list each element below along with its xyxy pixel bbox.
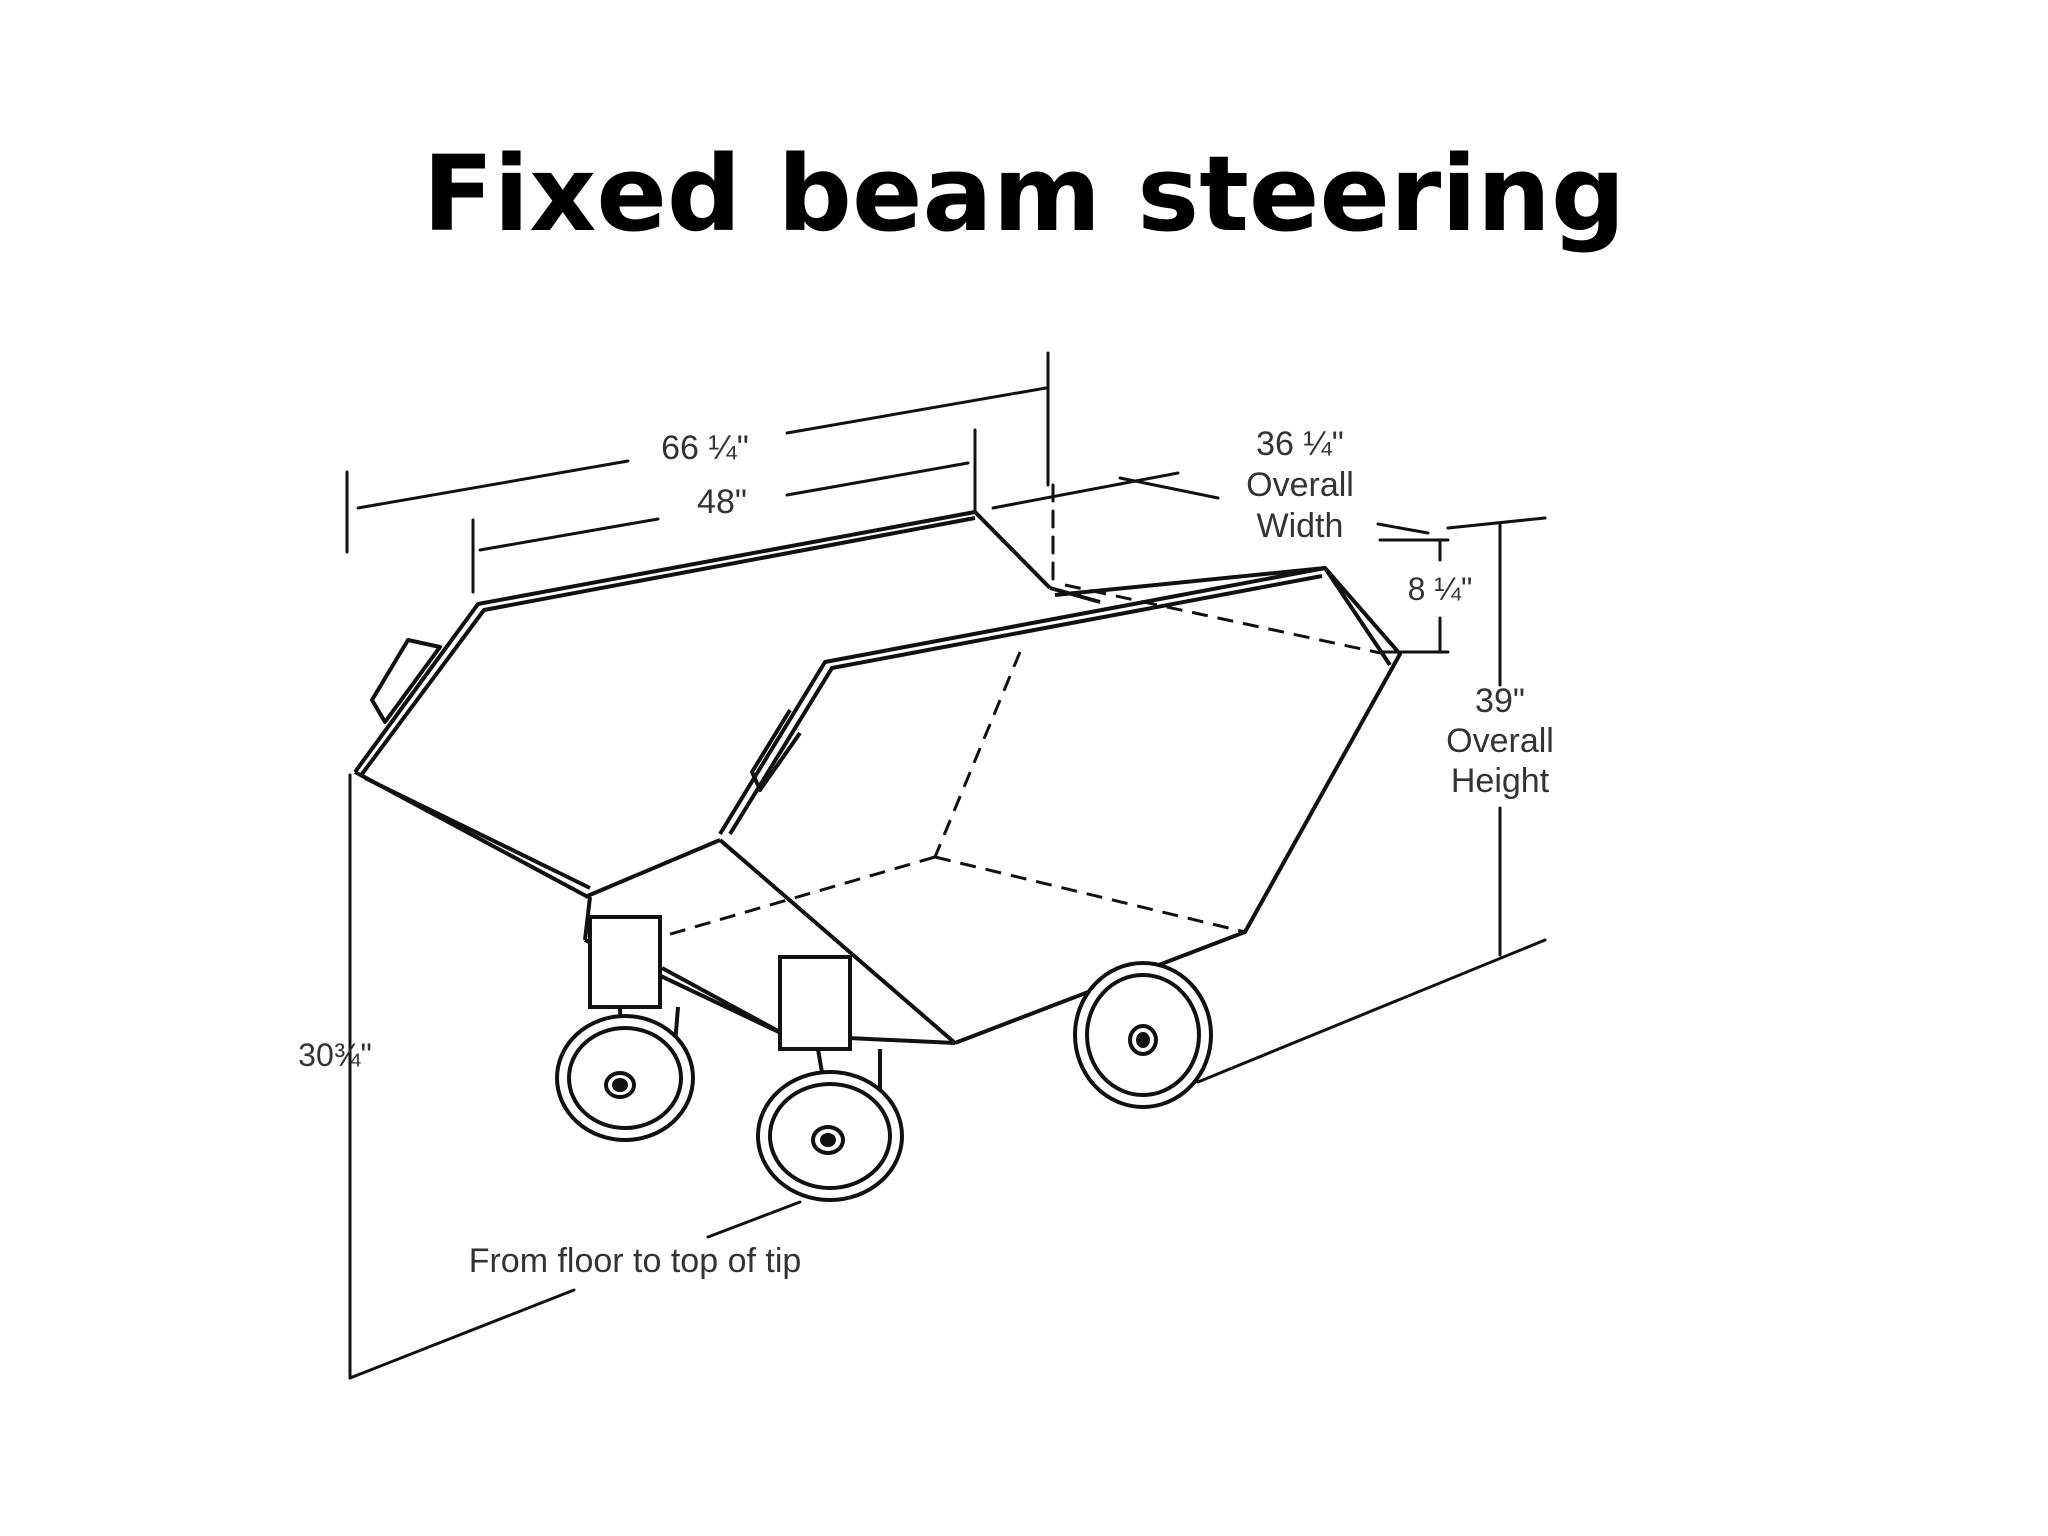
hopper-body bbox=[353, 510, 1402, 1045]
dimension-labels: 66 ¼" 48" 36 ¼" Overall Width 8 ¼" 39" O… bbox=[298, 425, 1554, 1280]
label-inner-length: 48" bbox=[697, 483, 747, 521]
wheel-left bbox=[555, 1014, 695, 1142]
caster-wheels bbox=[555, 961, 1213, 1202]
label-overall-width-line1: Overall bbox=[1246, 466, 1354, 504]
page-title: Fixed beam steering bbox=[422, 133, 1626, 255]
label-overall-height-line2: Height bbox=[1451, 762, 1550, 800]
wheel-front bbox=[756, 1070, 904, 1202]
label-overall-width-line2: Width bbox=[1257, 507, 1344, 545]
label-side-depth: 8 ¼" bbox=[1408, 571, 1473, 607]
wheel-right bbox=[1073, 961, 1213, 1109]
dimension-lines bbox=[345, 351, 1547, 1380]
label-overall-height-line1: Overall bbox=[1446, 722, 1554, 760]
hidden-edges bbox=[666, 583, 1386, 937]
label-tip-height-note: From floor to top of tip bbox=[469, 1242, 802, 1280]
label-top-length: 66 ¼" bbox=[661, 429, 749, 467]
label-overall-width-value: 36 ¼" bbox=[1256, 425, 1344, 463]
label-overall-height-value: 39" bbox=[1475, 682, 1525, 720]
label-tip-height: 30¾" bbox=[298, 1037, 372, 1073]
